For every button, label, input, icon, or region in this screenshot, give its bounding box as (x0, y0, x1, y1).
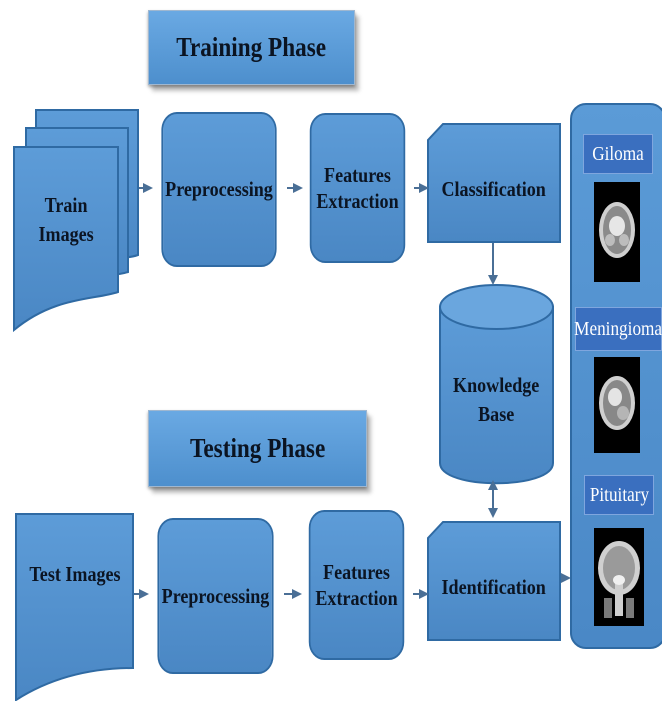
train-images-label: Train Images (38, 192, 94, 246)
identification-shape (427, 521, 561, 641)
class-label-pituitary: Pituitary (584, 475, 654, 515)
test-features-extraction-box: Features Extraction (308, 510, 405, 660)
meningioma-mri-image (594, 357, 640, 453)
classification-shape (427, 123, 561, 243)
test-preprocessing-box: Preprocessing (157, 518, 274, 674)
train-preprocessing-box: Preprocessing (161, 112, 277, 267)
class-label-meningioma: Meningioma (575, 307, 662, 351)
training-phase-banner: Training Phase (148, 10, 355, 85)
train-images-stack (13, 109, 139, 333)
training-phase-title: Training Phase (176, 32, 327, 62)
classification-label: Classification (441, 177, 547, 202)
class-label-giloma: Giloma (583, 134, 653, 174)
identification-label: Identification (441, 575, 547, 600)
testing-phase-banner: Testing Phase (148, 410, 367, 487)
knowledge-base-label: Knowledge Base (453, 372, 540, 426)
test-images-shape (15, 513, 134, 701)
test-images-label: Test Images (28, 562, 121, 587)
pituitary-mri-image (594, 528, 644, 626)
giloma-mri-image (594, 182, 640, 282)
testing-phase-title: Testing Phase (189, 433, 326, 463)
knowledge-base-cylinder (439, 284, 554, 485)
train-features-extraction-box: Features Extraction (309, 113, 406, 263)
